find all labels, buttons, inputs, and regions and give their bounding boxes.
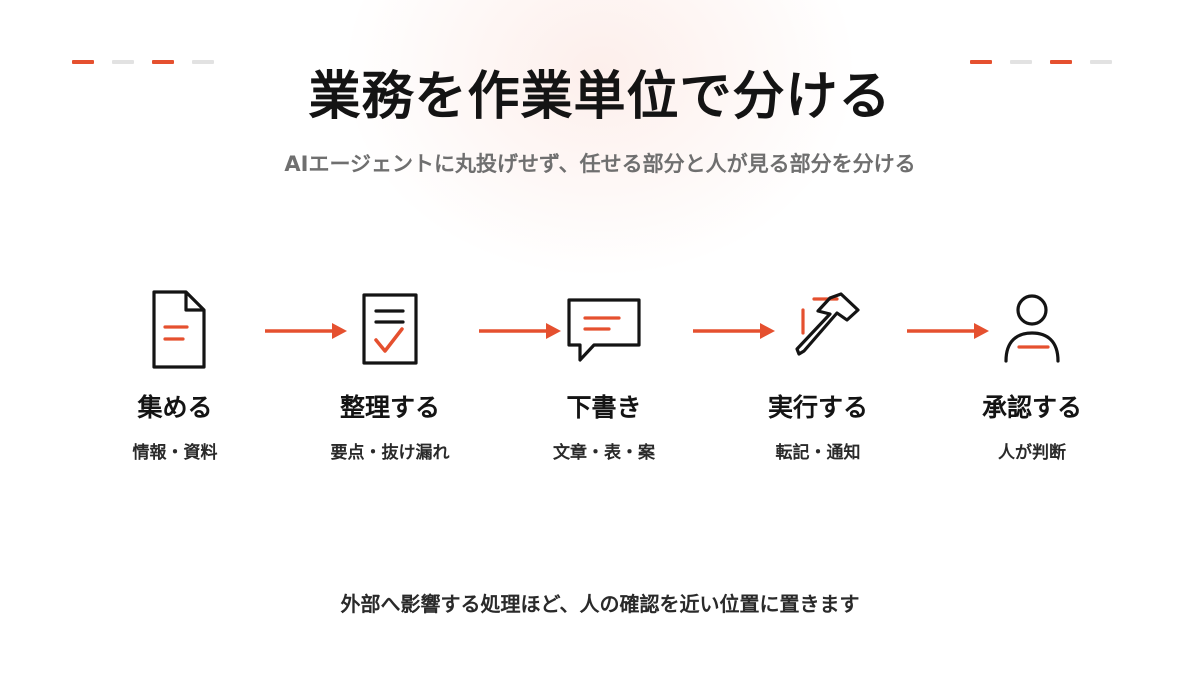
step-name: 実行する — [767, 393, 868, 422]
step-description: 要点・抜け漏れ — [330, 443, 450, 463]
dash — [1050, 60, 1072, 64]
document-icon — [152, 290, 206, 369]
dash — [1010, 60, 1032, 64]
dash — [152, 60, 174, 64]
step-name: 集める — [137, 393, 213, 422]
dash — [192, 60, 214, 64]
step-approve: 承認する 人が判断 — [942, 285, 1122, 463]
decorative-dashes-right — [970, 60, 1112, 64]
decorative-dashes-left — [72, 60, 214, 64]
dash — [970, 60, 992, 64]
background-glow — [340, 0, 860, 280]
dash — [112, 60, 134, 64]
arrow-right-icon — [479, 323, 561, 339]
page-subtitle: AIエージェントに丸投げせず、任せる部分と人が見る部分を分ける — [284, 152, 916, 176]
person-icon — [1004, 294, 1060, 363]
checklist-icon — [362, 293, 418, 365]
footer-note: 外部へ影響する処理ほど、人の確認を近い位置に置きます — [340, 592, 860, 616]
dash — [72, 60, 94, 64]
step-name: 整理する — [339, 393, 440, 422]
arrow-right-icon — [693, 323, 775, 339]
hammer-icon — [795, 292, 860, 356]
workflow-steps: 集める 情報・資料 整理する 要点・抜け漏れ 下書き 文章・表・案 — [0, 285, 1200, 485]
page-title: 業務を作業単位で分ける — [308, 67, 892, 127]
step-execute: 実行する 転記・通知 — [728, 285, 908, 463]
step-name: 下書き — [566, 393, 642, 422]
dash — [1090, 60, 1112, 64]
speech-bubble-icon — [567, 298, 641, 362]
step-draft: 下書き 文章・表・案 — [514, 285, 694, 463]
arrow-right-icon — [265, 323, 347, 339]
step-organize: 整理する 要点・抜け漏れ — [300, 285, 480, 463]
step-description: 転記・通知 — [775, 443, 861, 463]
step-name: 承認する — [981, 393, 1082, 422]
step-description: 人が判断 — [998, 443, 1066, 463]
arrow-right-icon — [907, 323, 989, 339]
step-collect: 集める 情報・資料 — [85, 285, 265, 463]
step-description: 文章・表・案 — [553, 443, 655, 463]
step-description: 情報・資料 — [132, 443, 218, 463]
